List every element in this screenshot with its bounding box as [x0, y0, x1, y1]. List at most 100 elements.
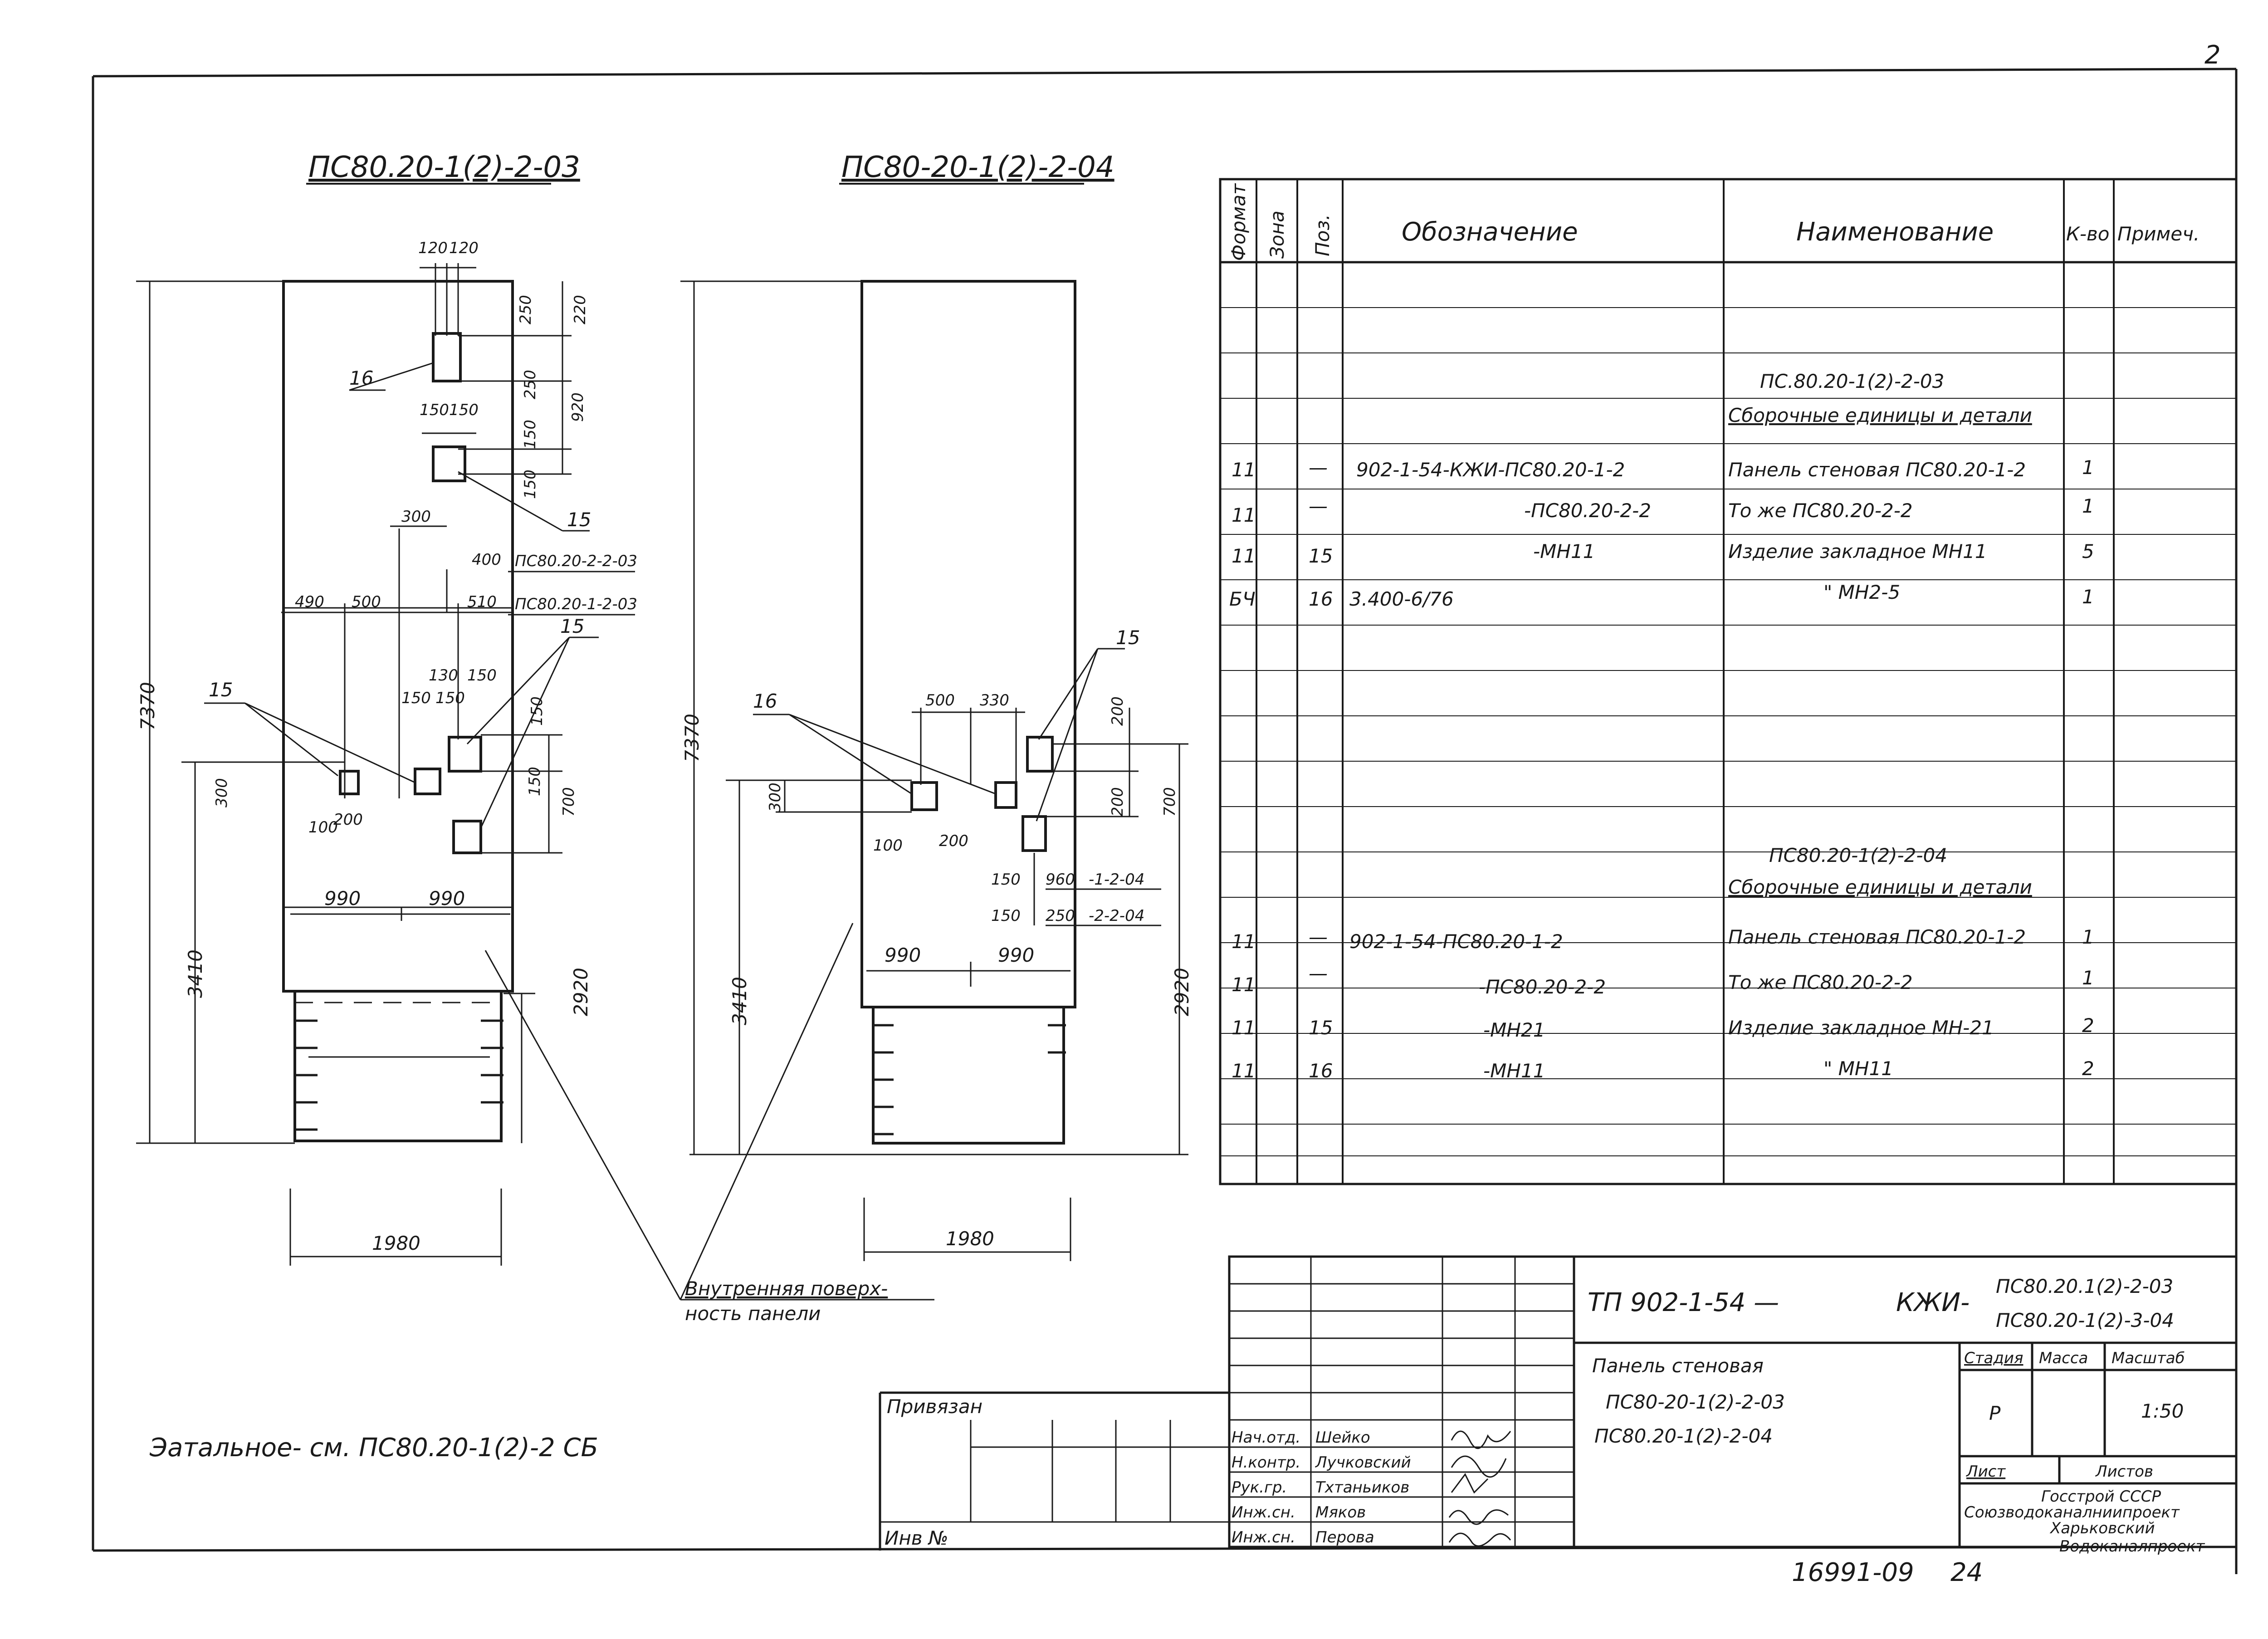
svg-text:-ПС80.20-2-2: -ПС80.20-2-2: [1524, 499, 1651, 522]
rdim-150b: 150: [991, 907, 1021, 925]
dim-150e: 150: [435, 689, 465, 707]
handwritten-signatures: [1448, 1430, 1511, 1547]
hdr-name: Наименование: [1796, 217, 1994, 247]
table-row: 11 15 -МН11 Изделие закладное МН11 5: [1232, 540, 2094, 567]
org-3: Харьковский: [2049, 1519, 2155, 1537]
svg-text:3.400-6/76: 3.400-6/76: [1349, 588, 1454, 610]
corner-number: 2: [2204, 40, 2221, 70]
dim-400: 400: [472, 551, 501, 569]
dim-130: 130: [429, 666, 458, 685]
table-row: БЧ 16 3.400-6/76 " МН2-5 1: [1229, 581, 2094, 610]
hdr-format: Формат: [1227, 183, 1250, 261]
doc-page: 24: [1950, 1558, 1983, 1587]
org-4: Водоканалпроект: [2059, 1537, 2205, 1556]
table-row: 11 — 902-1-54-КЖИ-ПС80.20-1-2 Панель сте…: [1232, 456, 2094, 481]
left-panel-outline: [282, 280, 514, 1142]
svg-text:1: 1: [2082, 456, 2094, 479]
svg-text:15: 15: [1309, 1017, 1333, 1039]
sheets-header: Листов: [2095, 1463, 2153, 1481]
rdim-250: 250: [1046, 907, 1075, 925]
dim-low-h: 3410: [184, 949, 206, 998]
rdim-700: 700: [1161, 787, 1179, 817]
dim-150-low: 150: [526, 767, 544, 796]
left-label-15b: 15: [209, 679, 233, 701]
dim-r3: 150: [521, 420, 539, 449]
svg-text:Нач.отд.: Нач.отд.: [1232, 1429, 1300, 1447]
sheet-frame: [92, 68, 2238, 1574]
code-r2: ПС80.20-1(2)-3-04: [1996, 1309, 2174, 1331]
hdr-pos: Поз.: [1311, 214, 1334, 256]
svg-text:-МН11: -МН11: [1483, 1060, 1545, 1082]
dim-990a: 990: [324, 887, 361, 910]
dim-990b: 990: [429, 887, 465, 910]
svg-text:Изделие закладное МН-21: Изделие закладное МН-21: [1728, 1017, 1994, 1039]
svg-text:Шейко: Шейко: [1315, 1429, 1370, 1447]
hdr-zone: Зона: [1266, 210, 1288, 259]
dim-w150b: 150: [449, 401, 479, 419]
rdim-200a: 200: [1109, 696, 1127, 726]
svg-text:" МН2-5: " МН2-5: [1823, 581, 1900, 603]
dim-700: 700: [560, 787, 578, 817]
svg-text:Инж.сн.: Инж.сн.: [1232, 1503, 1295, 1522]
rdim-low-h2: 2920: [1171, 968, 1193, 1016]
rdim-width: 1980: [946, 1228, 994, 1250]
scale-header: Масштаб: [2112, 1349, 2185, 1367]
rdim-total-h: 7370: [681, 714, 703, 762]
dim-r2: 220: [571, 295, 589, 324]
hdr-qty: К-во: [2066, 223, 2109, 245]
left-view: ПС80.20-1(2)-2-03: [136, 151, 637, 1266]
svg-text:—: —: [1309, 926, 1328, 948]
svg-text:-ПС80.20-2-2: -ПС80.20-2-2: [1479, 976, 1606, 998]
right-embedded-parts: [910, 736, 1054, 852]
dim-r5: 920: [569, 392, 587, 422]
dim-width: 1980: [372, 1232, 420, 1254]
dim-low-h2: 2920: [570, 968, 592, 1016]
svg-text:Изделие закладное МН11: Изделие закладное МН11: [1728, 540, 1987, 563]
svg-text:Перова: Перова: [1315, 1528, 1374, 1546]
rdim-990a: 990: [885, 944, 921, 966]
svg-text:То же ПС80.20-2-2: То же ПС80.20-2-2: [1728, 971, 1913, 993]
svg-text:Панель стеновая ПС80.20-1-2: Панель стеновая ПС80.20-1-2: [1728, 459, 2026, 481]
signature-names: Шейко Лучковский Тхтаньиков Мяков Перова: [1315, 1429, 1411, 1546]
svg-text:11: 11: [1232, 1060, 1256, 1082]
hdr-designation: Обозначение: [1402, 217, 1578, 247]
table-row: 11 — -ПС80.20-2-2 То же ПС80.20-2-2 1: [1232, 962, 2094, 998]
org-2: Союзводоканалниипроект: [1964, 1503, 2180, 1522]
svg-text:11: 11: [1232, 459, 1256, 481]
rdim-100: 100: [873, 837, 903, 855]
inv-label: Инв №: [885, 1527, 948, 1549]
right-ref-1: -1-2-04: [1089, 871, 1144, 889]
left-label-16: 16: [349, 367, 373, 389]
dim-490: 490: [295, 593, 324, 611]
left-rebar-ticks: [295, 1019, 503, 1131]
svg-text:—: —: [1309, 962, 1328, 984]
svg-text:2: 2: [2082, 1014, 2094, 1037]
scale-value: 1:50: [2141, 1400, 2184, 1422]
svg-text:Лучковский: Лучковский: [1315, 1453, 1411, 1472]
rdim-300: 300: [766, 783, 784, 812]
right-view-title: ПС80-20-1(2)-2-04: [841, 151, 1114, 184]
detail-note: Эатальное- см. ПС80.20-1(2)-2 СБ: [149, 1433, 598, 1463]
dim-r4: 250: [521, 370, 539, 399]
stage-value: Р: [1989, 1402, 2001, 1424]
svg-text:Тхтаньиков: Тхтаньиков: [1315, 1478, 1409, 1497]
dim-510: 510: [467, 593, 497, 611]
signature-roles: Нач.отд. Н.контр. Рук.гр. Инж.сн. Инж.сн…: [1232, 1429, 1300, 1546]
svg-text:" МН11: " МН11: [1823, 1057, 1893, 1080]
rdim-960: 960: [1046, 871, 1075, 889]
spec-row-lines: [1220, 307, 2236, 1156]
name-1: Панель стеновая: [1592, 1355, 1764, 1377]
table-row: 11 16 -МН11 " МН11 2: [1232, 1057, 2094, 1082]
left-dimension-lines: [136, 263, 572, 1266]
svg-text:16: 16: [1309, 588, 1333, 610]
ref-1: ПС80.20-2-2-03: [515, 552, 637, 570]
right-view: ПС80-20-1(2)-2-04: [484, 151, 1193, 1301]
svg-text:Рук.гр.: Рук.гр.: [1232, 1478, 1287, 1497]
spec-table: Формат Зона Поз. Обозначение Наименовани…: [1219, 178, 2238, 1185]
svg-text:2: 2: [2082, 1057, 2094, 1080]
right-label-15: 15: [1116, 626, 1140, 649]
svg-text:11: 11: [1232, 930, 1256, 953]
svg-text:Панель стеновая ПС80.20-1-2: Панель стеновая ПС80.20-1-2: [1728, 926, 2026, 948]
code-left: ТП 902-1-54 —: [1588, 1288, 1779, 1317]
